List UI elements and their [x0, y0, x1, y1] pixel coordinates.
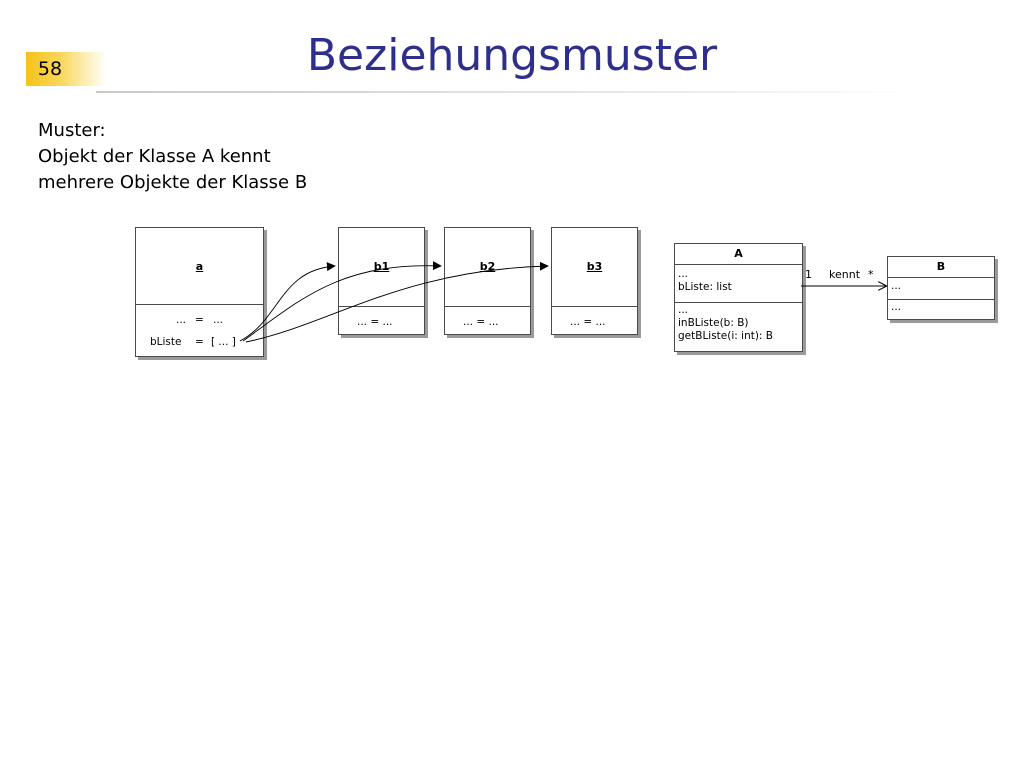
class-a-method: ... [678, 304, 689, 316]
object-b2-attr: ... = ... [463, 316, 499, 328]
class-b-method: ... [891, 301, 902, 313]
object-b1: b1 ... = ... [338, 227, 425, 335]
object-a-attr2-name: bListe [150, 336, 182, 348]
class-b-name-compartment: B [888, 257, 994, 278]
object-b2-name: b2 [479, 260, 496, 273]
object-a-attr2-eq: = [195, 336, 204, 348]
object-a-header: a [136, 228, 263, 305]
multiplicity-b: * [868, 268, 874, 281]
class-a-attribute: ... [678, 268, 689, 280]
class-a: A ... bListe: list ... inBListe(b: B) ge… [674, 243, 803, 352]
page-number-badge [26, 52, 106, 86]
link-arrow-to-b1 [239, 262, 336, 342]
object-a: a ... = ... bListe = [ ... ] [135, 227, 264, 357]
multiplicity-a: 1 [805, 268, 812, 281]
object-a-name: a [195, 260, 204, 273]
link-arrow-to-b2 [242, 261, 442, 342]
object-b1-attr: ... = ... [357, 316, 393, 328]
class-a-name-compartment: A [675, 244, 802, 265]
object-a-attr1-value: ... [213, 314, 224, 326]
object-b3-header: b3 [552, 228, 637, 307]
page-title: Beziehungsmuster [306, 30, 718, 81]
object-a-attr1-eq: = [195, 314, 204, 326]
title-divider [96, 91, 926, 93]
class-a-method: inBListe(b: B) [678, 317, 749, 329]
class-a-attributes: ... bListe: list [675, 265, 802, 303]
description-line: Muster: [38, 120, 106, 141]
class-a-method: getBListe(i: int): B [678, 330, 774, 342]
association-label: kennt [829, 268, 861, 281]
class-b-attributes: ... [888, 278, 994, 300]
page-number: 58 [37, 58, 63, 80]
object-b2: b2 ... = ... [444, 227, 531, 335]
class-a-name: A [734, 247, 743, 260]
description-line: mehrere Objekte der Klasse B [38, 172, 308, 193]
link-arrow-to-b3 [245, 261, 549, 343]
class-b-name: B [936, 260, 946, 273]
class-b-attribute: ... [891, 280, 902, 292]
object-a-attr1-name: ... [176, 314, 187, 326]
class-a-methods: ... inBListe(b: B) getBListe(i: int): B [675, 302, 802, 352]
class-b: B ... ... [887, 256, 995, 320]
class-b-methods: ... [888, 299, 994, 320]
object-b2-header: b2 [445, 228, 530, 307]
object-b3-attr: ... = ... [570, 316, 606, 328]
class-a-attribute: bListe: list [678, 281, 732, 293]
object-b3-name: b3 [586, 260, 603, 273]
pattern-description: Muster: Objekt der Klasse A kennt mehrer… [38, 118, 307, 196]
object-a-attr2-value: [ ... ] [211, 336, 236, 348]
object-b3: b3 ... = ... [551, 227, 638, 335]
description-line: Objekt der Klasse A kennt [38, 146, 271, 167]
